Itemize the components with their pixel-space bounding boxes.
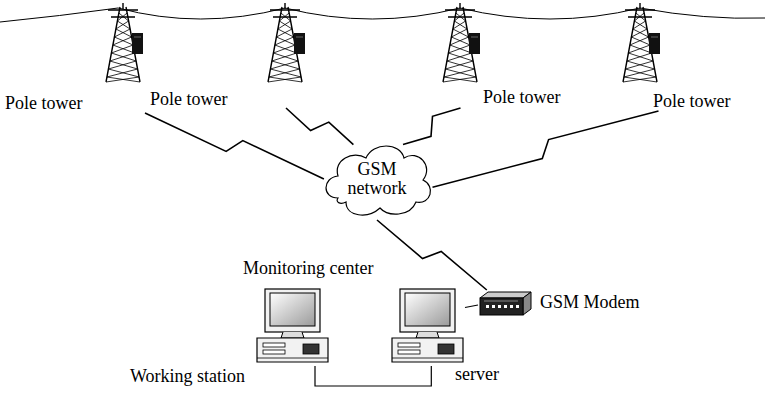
group-label: Monitoring center xyxy=(243,258,373,278)
wireless-link xyxy=(403,108,461,145)
cable xyxy=(465,305,478,308)
wireless-link xyxy=(286,108,353,145)
computer: Working station xyxy=(255,288,330,366)
modem: GSM Modem xyxy=(478,290,653,320)
computer-label: server xyxy=(455,364,499,384)
pole-tower-label: Pole tower xyxy=(150,89,227,109)
pc-icon xyxy=(390,288,465,366)
tower-icon xyxy=(98,3,158,83)
wireless-link xyxy=(145,113,324,179)
network-label: GSM network xyxy=(337,160,417,198)
cable xyxy=(315,366,431,386)
pole-tower-label: Pole tower xyxy=(5,93,82,113)
pole-tower: Pole tower xyxy=(615,3,760,111)
computer-label: Working station xyxy=(130,366,245,386)
network-cloud: GSM network xyxy=(318,138,436,220)
pole-tower: Pole tower xyxy=(435,3,605,108)
modem-label: GSM Modem xyxy=(540,292,640,312)
pc-icon xyxy=(255,288,330,366)
wireless-link xyxy=(377,220,487,290)
computer: server xyxy=(390,288,465,366)
pole-tower-label: Pole tower xyxy=(653,91,730,111)
wireless-link xyxy=(433,111,659,187)
tower-icon xyxy=(435,3,495,83)
pole-tower: Pole tower xyxy=(150,3,310,108)
modem-icon xyxy=(478,290,533,316)
tower-icon xyxy=(260,3,320,83)
pole-tower: Pole tower xyxy=(5,3,145,113)
tower-icon xyxy=(615,3,675,83)
pole-tower-label: Pole tower xyxy=(483,87,560,107)
